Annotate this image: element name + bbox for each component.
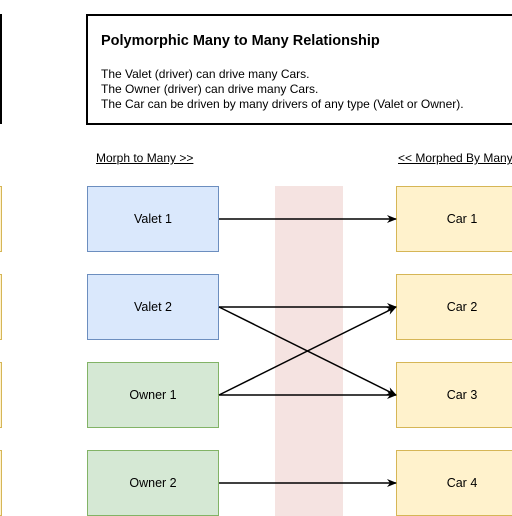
partial-box [0,362,2,428]
car-node-2[interactable]: Car 2 [396,274,512,340]
left-frame-border [0,14,2,124]
driver-label: Owner 1 [129,388,177,402]
driver-node-owner-2[interactable]: Owner 2 [87,450,219,516]
car-label: Car 3 [446,388,478,402]
car-node-1[interactable]: Car 1 [396,186,512,252]
description-line-owner: The Owner (driver) can drive many Cars. [101,82,319,96]
description-line-car: The Car can be driven by many drivers of… [101,97,464,111]
connection-arrow [218,306,397,396]
partial-box [0,274,2,340]
driver-node-owner-1[interactable]: Owner 1 [87,362,219,428]
header-morphed-by-many: << Morphed By Many [398,151,512,165]
description-box: Polymorphic Many to Many Relationship Th… [86,14,512,125]
driver-node-valet-2[interactable]: Valet 2 [87,274,219,340]
description-title: Polymorphic Many to Many Relationship [101,33,380,49]
car-label: Car 4 [446,476,478,490]
driver-label: Valet 1 [134,212,172,226]
car-label: Car 1 [446,212,478,226]
header-morph-to-many: Morph to Many >> [96,151,194,165]
driver-label: Owner 2 [129,476,177,490]
partial-box [0,186,2,252]
driver-node-valet-1[interactable]: Valet 1 [87,186,219,252]
car-node-3[interactable]: Car 3 [396,362,512,428]
description-line-valet: The Valet (driver) can drive many Cars. [101,67,310,81]
car-label: Car 2 [446,300,478,314]
driver-label: Valet 2 [134,300,172,314]
